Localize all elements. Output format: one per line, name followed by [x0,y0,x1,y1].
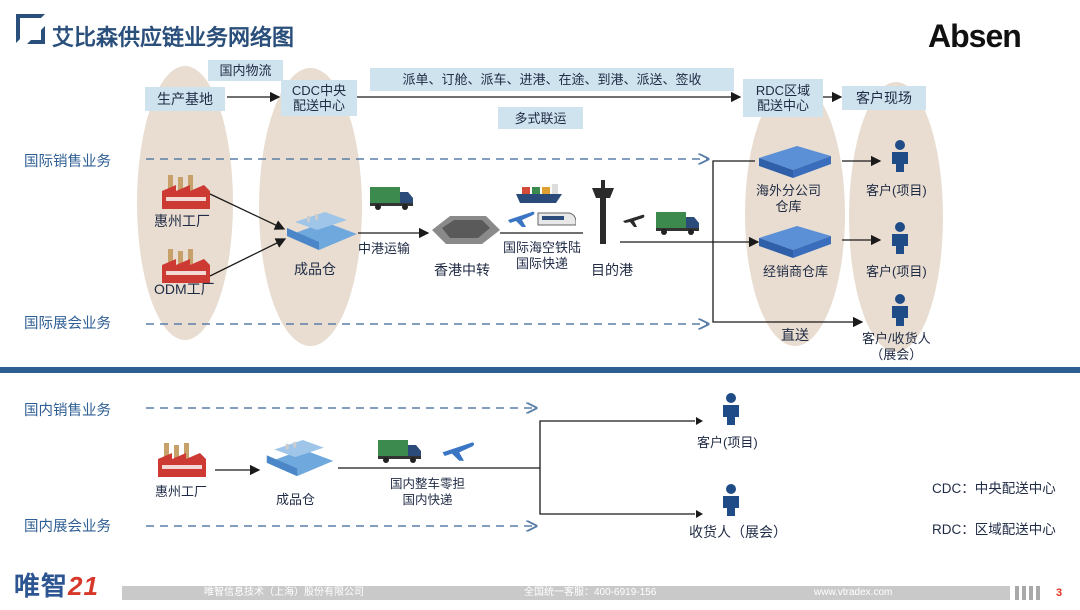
footer-hotline: 全国统一客服：400-6919-156 [524,587,657,598]
customer-site-tag: 客户现场 [842,86,926,110]
truck-to-rdc-icon [656,212,699,235]
finished-goods-warehouse-label: 成品仓 [294,261,336,277]
cdc-center-tag: CDC中央 配送中心 [281,80,357,116]
bottom-customer-person-icon [723,393,739,425]
title-frame-icon [16,14,45,43]
section-separator [0,367,1080,373]
hk-transfer-label: 香港中转 [434,262,490,278]
bottom-plane-icon [442,442,475,461]
rdc-center-tag: RDC区域 配送中心 [743,79,823,117]
vtradex-logo: 唯智21 [14,566,99,603]
customer-consignee-exhibition-label: 客户/收货人 （展会） [862,331,931,363]
customer-person-icon [892,140,908,172]
bottom-truck-icon [378,440,421,463]
huizhou-factory-icon [162,175,210,209]
plane-icon [508,211,535,227]
train-icon [537,212,576,226]
direct-delivery-label: 直送 [781,327,809,343]
bottom-customer-project-label: 客户(项目) [697,435,758,450]
customer-project-2-label: 客户(项目) [866,264,927,279]
overseas-branch-warehouse-icon [759,146,831,178]
process-steps-tag: 派单、订舱、派车、进港、在途、到港、派送、签收 [370,68,734,91]
page-title: 艾比森供应链业务网络图 [52,25,295,50]
cdc-center-tag-text: CDC中央 配送中心 [291,83,347,113]
footer-bars-icon [1015,586,1041,600]
customer-person-icon [892,222,908,254]
lane-domestic-sales: 国内销售业务 [24,403,111,419]
customer-project-1-label: 客户(项目) [866,183,927,198]
destination-port-label: 目的港 [591,262,633,278]
dealer-warehouse-label: 经销商仓库 [763,264,829,279]
odm-factory-label: ODM工厂 [154,281,215,297]
lane-domestic-exhibition: 国内展会业务 [24,519,111,535]
legend-rdc: RDC：区域配送中心 [932,522,1056,537]
bottom-consignee-person-icon [723,484,739,516]
bottom-warehouse-label: 成品仓 [276,492,316,507]
footer-bar: 唯智信息技术（上海）股份有限公司 全国统一客服：400-6919-156 www… [122,586,1010,600]
domestic-logistics-tag: 国内物流 [208,60,283,81]
vtradex-logo-text: 唯智 [14,571,69,601]
overseas-branch-warehouse-label: 海外分公司 仓库 [756,183,821,215]
footer-company: 唯智信息技术（上海）股份有限公司 [204,587,364,598]
lane-intl-sales: 国际销售业务 [24,154,111,170]
footer-website[interactable]: www.vtradex.com [814,587,893,598]
bottom-branch [539,420,695,515]
cn-hk-transport-label: 中港运输 [358,241,411,256]
overseas-branch-warehouse-text: 海外分公司 仓库 [756,183,822,214]
bottom-consignee-exhibition-label: 收货人（展会） [689,524,787,540]
domestic-transport-label: 国内整车零担 国内快递 [390,476,465,508]
bottom-huizhou-factory-label: 惠州工厂 [155,484,208,499]
hk-transfer-icon [432,216,500,244]
ship-icon [516,184,562,203]
absen-logo-text: Absen [928,18,1022,54]
arrow-odm-to-warehouse [209,238,287,277]
finished-goods-warehouse-icon [287,212,357,250]
domestic-transport-text: 国内整车零担 国内快递 [390,477,466,507]
bottom-warehouse-icon [266,440,334,477]
intl-transport-text: 国际海空铁陆 国际快递 [503,240,582,271]
vtradex-logo-number: 21 [68,571,99,601]
truck-icon [370,187,413,210]
rdc-center-tag-text: RDC区域 配送中心 [755,83,811,113]
production-base-tag: 生产基地 [145,87,225,111]
customer-consignee-exhibition-text: 客户/收货人 （展会） [862,331,931,362]
huizhou-factory-label: 惠州工厂 [154,213,210,229]
legend-cdc: CDC：中央配送中心 [932,481,1056,496]
control-tower-icon [592,180,614,244]
page-number: 3 [1056,587,1063,599]
landing-plane-icon [623,214,645,227]
title-frame-icon-inner [27,26,45,44]
intl-transport-label: 国际海空铁陆 国际快递 [503,240,581,272]
consignee-person-icon [892,294,908,326]
absen-logo: Absen [928,18,1022,55]
lane-intl-exhibition: 国际展会业务 [24,316,111,332]
arrow-huizhou-to-warehouse [209,193,286,230]
rdc-ellipse [745,82,845,346]
bottom-factory-icon [158,443,206,477]
odm-factory-icon [162,249,210,283]
dealer-warehouse-icon [759,226,831,258]
multimodal-tag: 多式联运 [498,107,583,129]
